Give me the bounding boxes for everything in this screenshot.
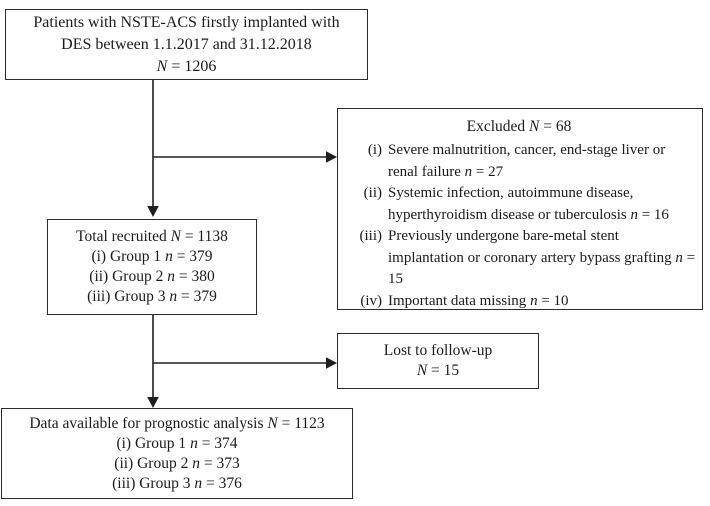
final-group-1: (i) Group 1 n = 374 bbox=[116, 434, 238, 452]
arrowhead-down-final bbox=[147, 397, 159, 408]
excluded-item-4: (iv) Important data missing n = 10 bbox=[342, 291, 696, 313]
final-title: Data available for prognostic analysis N… bbox=[29, 414, 325, 432]
excluded-item-2: (ii) Systemic infection, autoimmune dise… bbox=[342, 183, 696, 226]
box-excluded: Excluded N = 68 (i) Severe malnutrition,… bbox=[337, 108, 703, 310]
lost-n: N = 15 bbox=[416, 362, 460, 379]
excluded-item-1: (i) Severe malnutrition, cancer, end-sta… bbox=[342, 140, 696, 183]
recruited-group-2: (ii) Group 2 n = 380 bbox=[89, 268, 215, 285]
arrowhead-down-recruited bbox=[147, 206, 159, 217]
item-text: Systemic infection, autoimmune disease, … bbox=[388, 185, 669, 223]
item-text: Severe malnutrition, cancer, end-stage l… bbox=[388, 142, 666, 180]
item-marker: (iii) bbox=[359, 228, 383, 244]
item-marker: (iv) bbox=[360, 292, 382, 309]
box-lost-followup: Lost to follow-up N = 15 bbox=[337, 333, 539, 389]
recruited-group-1: (i) Group 1 n = 379 bbox=[91, 248, 213, 265]
arrowhead-right-excluded bbox=[326, 151, 337, 163]
recruited-group-3: (iii) Group 3 n = 379 bbox=[87, 288, 217, 305]
excluded-title: Excluded N = 68 bbox=[466, 118, 572, 135]
source-line-2: DES between 1.1.2017 and 31.12.2018 bbox=[61, 35, 312, 53]
source-line-1: Patients with NSTE-ACS firstly implanted… bbox=[33, 13, 340, 31]
item-text: Important data missing n = 10 bbox=[388, 292, 569, 309]
recruited-title: Total recruited N = 1138 bbox=[76, 228, 228, 245]
box-final-analysis: Data available for prognostic analysis N… bbox=[1, 408, 353, 499]
final-group-3: (iii) Group 3 n = 376 bbox=[112, 474, 242, 492]
final-group-2: (ii) Group 2 n = 373 bbox=[114, 454, 240, 472]
lost-line-1: Lost to follow-up bbox=[383, 342, 493, 359]
item-marker: (ii) bbox=[363, 185, 382, 201]
box-source-population: Patients with NSTE-ACS firstly implanted… bbox=[5, 9, 368, 80]
item-marker: (i) bbox=[367, 142, 382, 158]
excluded-item-3: (iii) Previously undergone bare-metal st… bbox=[342, 226, 696, 291]
box-total-recruited: Total recruited N = 1138 (i) Group 1 n =… bbox=[47, 219, 257, 315]
item-text: Previously undergone bare-metal stent im… bbox=[388, 228, 696, 287]
arrowhead-right-lost bbox=[326, 357, 337, 369]
source-n-total: N = 1206 bbox=[156, 57, 217, 75]
